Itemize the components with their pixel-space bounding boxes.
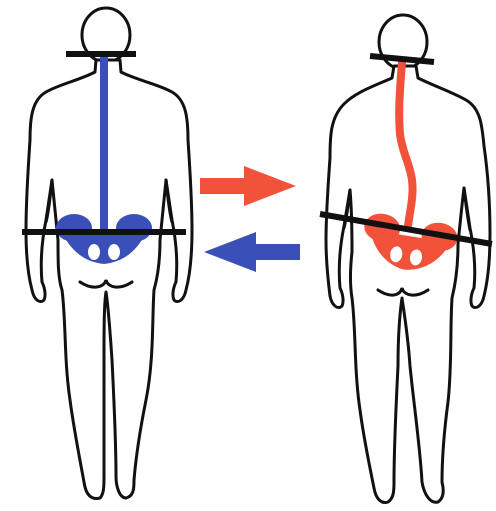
right-body-outline <box>326 66 490 502</box>
left-hip-level-bar <box>22 229 186 235</box>
left-spine <box>100 54 108 232</box>
misaligned-back-figure <box>320 15 492 502</box>
left-shoulder-level-bar <box>66 51 136 57</box>
direction-arrows <box>200 166 300 272</box>
left-arrow <box>204 232 300 272</box>
right-arrow <box>200 166 296 206</box>
aligned-back-figure <box>22 8 192 498</box>
left-body-outline <box>26 60 192 498</box>
